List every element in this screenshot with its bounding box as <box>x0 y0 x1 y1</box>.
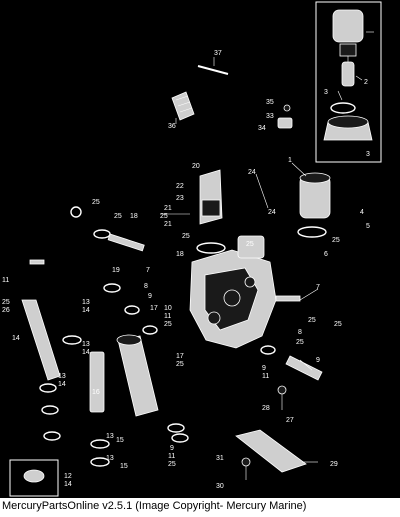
seal-inset-box <box>9 459 59 497</box>
callout-11-c: 11 <box>262 373 269 380</box>
left-fittings <box>29 206 158 335</box>
callout-33: 33 <box>266 113 274 120</box>
callout-23: 23 <box>176 195 184 202</box>
callout-14-a: 14 <box>82 307 90 314</box>
callout-28: 28 <box>262 405 270 412</box>
callout-27: 27 <box>286 417 294 424</box>
callout-13-c: 13 <box>58 373 66 380</box>
callout-9-c: 9 <box>262 365 266 372</box>
callout-11-d: 11 <box>168 453 175 460</box>
callout-21-a: 21 <box>164 205 172 212</box>
callout-13-e: 13 <box>106 455 114 462</box>
callout-labels: 1 2 3 3 4 5 6 7 7 8 8 9 9 9 9 10 11 11 1… <box>2 50 370 490</box>
callout-25-i: 25 <box>334 321 342 328</box>
motor-inset-box <box>315 1 382 163</box>
exploded-parts-diagram: 1 2 3 3 4 5 6 7 7 8 8 9 9 9 9 10 11 11 1… <box>0 0 400 498</box>
callout-25-m: 25 <box>168 461 176 468</box>
callout-25-l: 25 <box>176 361 184 368</box>
callout-25-e: 25 <box>182 233 190 240</box>
fluid-reservoir <box>196 169 226 254</box>
callout-24-a: 24 <box>248 169 256 176</box>
callout-29: 29 <box>330 461 338 468</box>
callout-15-b: 15 <box>120 463 128 470</box>
callout-25-j: 25 <box>296 339 304 346</box>
trim-motor <box>297 172 331 238</box>
callout-35: 35 <box>266 99 274 106</box>
callout-31: 31 <box>216 455 224 462</box>
callout-11-a: 11 <box>2 277 9 284</box>
callout-8-right: 8 <box>298 329 302 336</box>
callout-25-f: 25 <box>246 241 254 248</box>
diagram-canvas: 1 2 3 3 4 5 6 7 7 8 8 9 9 9 9 10 11 11 1… <box>2 1 382 497</box>
pump-motor-assembly <box>323 9 374 141</box>
callout-22: 22 <box>176 183 184 190</box>
callout-25-g: 25 <box>332 237 340 244</box>
callout-26: 26 <box>2 307 10 314</box>
callout-21-b: 21 <box>164 221 172 228</box>
callout-13-b: 13 <box>82 341 90 348</box>
callout-9-b: 9 <box>316 357 320 364</box>
callout-18-b: 18 <box>176 251 184 258</box>
callout-25-b: 25 <box>114 213 122 220</box>
callout-30: 30 <box>216 483 224 490</box>
copyright-caption: MercuryPartsOnline v2.5.1 (Image Copyrig… <box>2 500 307 512</box>
callout-1: 1 <box>288 157 292 164</box>
callout-3-lower: 3 <box>366 151 370 158</box>
callout-13-d: 13 <box>106 433 114 440</box>
callout-7-left: 7 <box>146 267 150 274</box>
callout-16: 16 <box>92 389 100 396</box>
callout-14-b: 14 <box>12 335 20 342</box>
callout-14-c: 14 <box>82 349 90 356</box>
callout-6: 6 <box>324 251 328 258</box>
callout-34: 34 <box>258 125 266 132</box>
callout-8-left: 8 <box>144 283 148 290</box>
callout-13-a: 13 <box>82 299 90 306</box>
callout-7-right: 7 <box>316 284 320 291</box>
callout-25-a: 25 <box>92 199 100 206</box>
callout-25-k: 25 <box>164 321 172 328</box>
callout-9-a: 9 <box>148 293 152 300</box>
right-fittings <box>260 295 323 410</box>
anode-assembly <box>235 429 307 480</box>
trim-rod-assembly <box>21 299 110 467</box>
callout-11-b: 11 <box>164 313 171 320</box>
callout-17-a: 17 <box>150 305 158 312</box>
callout-5: 5 <box>366 223 370 230</box>
callout-20: 20 <box>192 163 200 170</box>
callout-24-b: 24 <box>268 209 276 216</box>
callout-36: 36 <box>168 123 176 130</box>
callout-3-upper: 3 <box>324 89 328 96</box>
callout-10: 10 <box>164 305 172 312</box>
callout-15-a: 15 <box>116 437 124 444</box>
callout-18-a: 18 <box>130 213 138 220</box>
pump-manifold-block <box>189 235 277 349</box>
seal-part <box>23 469 45 483</box>
callout-4: 4 <box>360 209 364 216</box>
callout-12: 12 <box>64 473 72 480</box>
callout-25-d: 25 <box>160 213 168 220</box>
callout-37: 37 <box>214 50 222 57</box>
callout-25-h: 25 <box>308 317 316 324</box>
bracket-parts <box>277 104 293 129</box>
callout-9-d: 9 <box>170 445 174 452</box>
callout-14-e: 14 <box>64 481 72 488</box>
callout-14-d: 14 <box>58 381 66 388</box>
callout-25-c: 25 <box>2 299 10 306</box>
callout-2: 2 <box>364 79 368 86</box>
spring-and-pin <box>171 65 229 121</box>
leader-lines <box>160 57 363 463</box>
callout-19: 19 <box>112 267 120 274</box>
trim-cylinder <box>116 334 189 443</box>
callout-17-b: 17 <box>176 353 184 360</box>
